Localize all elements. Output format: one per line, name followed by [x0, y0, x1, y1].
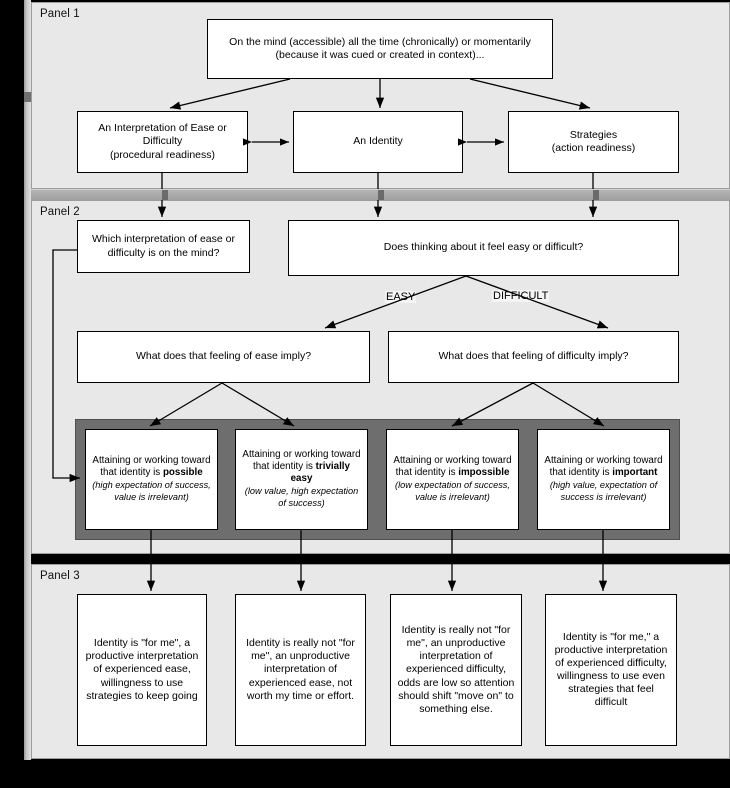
outcome-lead: Attaining or working toward that identit… — [92, 455, 211, 479]
box-conclusion-3: Identity is really not "for me", an unpr… — [390, 594, 522, 746]
box-conclusion-2-text: Identity is really not "for me", an unpr… — [246, 637, 355, 702]
box-interpretation-text: An Interpretation of Ease or Difficulty … — [92, 120, 232, 163]
box-outcome-possible: Attaining or working toward that identit… — [85, 429, 218, 530]
box-conclusion-3-text: Identity is really not "for me", an unpr… — [397, 624, 515, 715]
interpretation-line-1: An Interpretation of Ease or — [98, 122, 227, 135]
panel-3-label: Panel 3 — [40, 570, 80, 582]
box-feel-easy-or-difficult-text: Does thinking about it feel easy or diff… — [383, 241, 584, 254]
box-which-interpretation-text: Which interpretation of ease or difficul… — [92, 233, 235, 259]
box-conclusion-4-text: Identity is "for me," a productive inter… — [554, 630, 668, 709]
box-strategies-text: Strategies (action readiness) — [546, 127, 641, 157]
strategies-line-1: Strategies — [569, 128, 618, 141]
horizontal-scrollbar[interactable] — [31, 189, 730, 201]
outcome-note: (high value, expectation of success is i… — [549, 479, 658, 502]
scrollbar-tick-right — [593, 190, 599, 201]
box-interpretation-of-ease-or-difficulty: An Interpretation of Ease or Difficulty … — [77, 111, 248, 173]
box-difficulty-imply: What does that feeling of difficulty imp… — [388, 331, 679, 383]
outcome-key: trivially easy — [290, 461, 350, 485]
box-difficulty-imply-text: What does that feeling of difficulty imp… — [438, 350, 629, 363]
outcome-key: possible — [162, 467, 203, 479]
box-feel-easy-or-difficult: Does thinking about it feel easy or diff… — [288, 220, 679, 276]
outcome-lead: Attaining or working toward that identit… — [544, 455, 663, 479]
box-ease-imply: What does that feeling of ease imply? — [77, 331, 370, 383]
box-on-the-mind-text: On the mind (accessible) all the time (c… — [229, 35, 531, 61]
vertical-scrollbar[interactable] — [24, 0, 31, 760]
box-outcome-impossible-text: Attaining or working toward that identit… — [387, 453, 518, 506]
box-ease-imply-text: What does that feeling of ease imply? — [135, 350, 312, 363]
outcome-key: important — [612, 467, 658, 479]
outcome-note: (high expectation of success, value is i… — [92, 479, 211, 502]
edge-label-easy: EASY — [385, 291, 417, 303]
box-outcome-trivially-easy: Attaining or working toward that identit… — [235, 429, 368, 530]
box-outcome-trivially-easy-text: Attaining or working toward that identit… — [236, 447, 367, 512]
panel-2-label: Panel 2 — [40, 206, 80, 218]
scrollbar-tick-center — [378, 190, 384, 201]
outcome-lead: Attaining or working toward that identit… — [393, 455, 512, 479]
edge-label-difficult: DIFFICULT — [492, 290, 550, 302]
panel-1-label: Panel 1 — [40, 8, 80, 20]
box-on-the-mind: On the mind (accessible) all the time (c… — [207, 19, 553, 79]
strategies-line-2: (action readiness) — [551, 142, 636, 154]
box-outcome-important-text: Attaining or working toward that identit… — [538, 453, 669, 506]
box-an-identity-text: An Identity — [353, 135, 403, 148]
box-outcome-possible-text: Attaining or working toward that identit… — [86, 453, 217, 506]
box-outcome-important: Attaining or working toward that identit… — [537, 429, 670, 530]
box-which-interpretation: Which interpretation of ease or difficul… — [77, 220, 250, 273]
box-conclusion-4: Identity is "for me," a productive inter… — [545, 594, 677, 746]
box-conclusion-1-text: Identity is "for me", a productive inter… — [85, 637, 199, 702]
box-outcome-impossible: Attaining or working toward that identit… — [386, 429, 519, 530]
interpretation-line-2: Difficulty — [142, 135, 183, 148]
box-conclusion-2: Identity is really not "for me", an unpr… — [235, 594, 366, 746]
box-conclusion-1: Identity is "for me", a productive inter… — [77, 594, 207, 746]
outcome-note: (low value, high expectation of success) — [244, 485, 359, 508]
box-strategies: Strategies (action readiness) — [508, 111, 679, 173]
interpretation-line-3: (procedural readiness) — [109, 148, 216, 161]
outcome-note: (low expectation of success, value is ir… — [395, 479, 510, 502]
vertical-scrollbar-thumb[interactable] — [24, 92, 31, 102]
outcome-lead: Attaining or working toward that identit… — [242, 448, 361, 473]
outcome-key: impossible — [458, 467, 510, 479]
scrollbar-tick-left — [162, 190, 168, 201]
box-an-identity: An Identity — [293, 111, 463, 173]
